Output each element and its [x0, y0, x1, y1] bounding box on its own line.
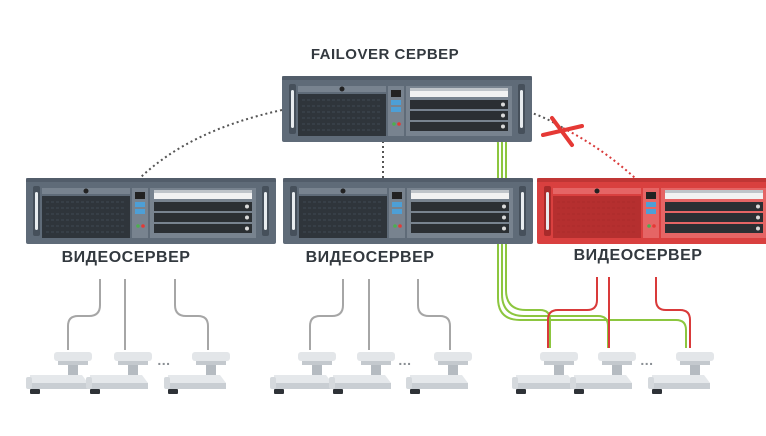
camera-group-3 [512, 352, 714, 394]
cctv-camera-icon [270, 352, 336, 394]
failed-link [562, 127, 636, 179]
server-2-icon [283, 178, 533, 244]
failover-server-label: FAILOVER СЕРВЕР [310, 46, 460, 63]
cctv-camera-icon [512, 352, 578, 394]
camera-lines [67, 279, 451, 350]
server-3-failed-icon [537, 178, 766, 244]
camera-group-1 [26, 352, 230, 394]
camera-group-2 [270, 352, 472, 394]
server-3-label: ВИДЕОСЕРВЕР [573, 247, 703, 264]
camera-group-1-ellipsis: ... [157, 352, 171, 368]
cctv-camera-icon [329, 352, 395, 394]
cctv-camera-icon [26, 352, 92, 394]
failed-server-camera-lines [547, 277, 691, 348]
link-failover-server1 [139, 109, 283, 179]
failover-server-icon [282, 76, 532, 142]
cctv-camera-icon [86, 352, 152, 394]
camera-group-3-ellipsis: ... [640, 352, 654, 368]
cctv-camera-icon [570, 352, 636, 394]
server-2-label: ВИДЕОСЕРВЕР [305, 249, 435, 266]
cross-icon [541, 116, 584, 147]
server-1-label: ВИДЕОСЕРВЕР [61, 249, 191, 266]
server-1-icon [26, 178, 276, 244]
camera-group-2-ellipsis: ... [398, 352, 412, 368]
